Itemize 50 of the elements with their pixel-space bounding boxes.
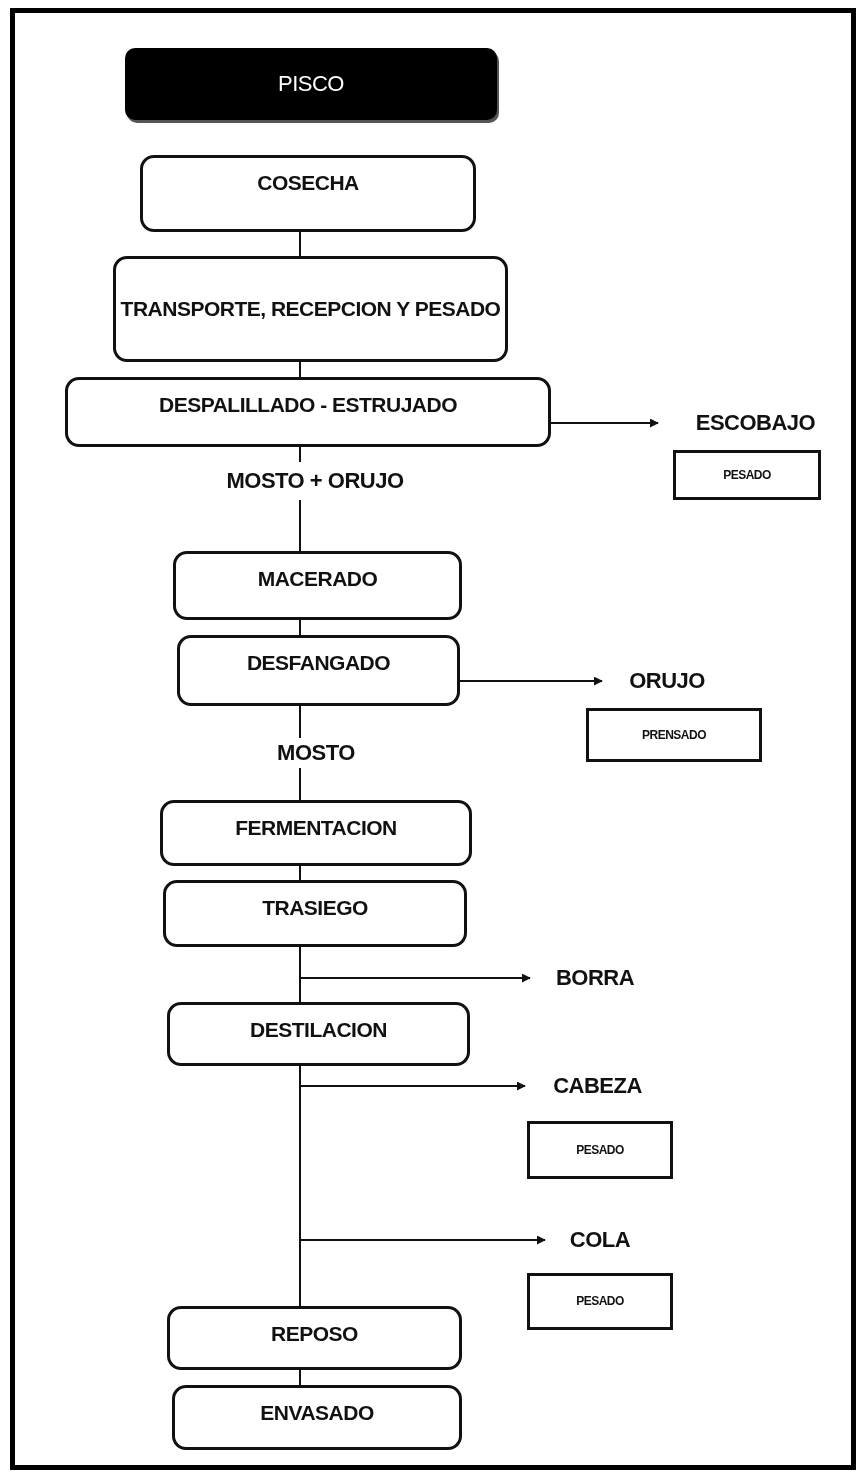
process-box (173, 551, 462, 620)
connector-line (299, 361, 301, 378)
process-box (160, 800, 472, 866)
step-label: DESFANGADO (246, 650, 391, 676)
process-box (140, 155, 476, 232)
process-box (167, 1002, 470, 1066)
connector-line (299, 619, 301, 636)
step-label: COSECHA (257, 170, 359, 196)
note-box (527, 1273, 673, 1330)
output-label: ORUJO (612, 664, 722, 698)
output-label: COLA (555, 1223, 645, 1257)
arrow (550, 418, 659, 428)
output-label: CABEZA (535, 1069, 660, 1103)
note-box (527, 1121, 673, 1179)
output-label: BORRA (540, 962, 650, 994)
title-box (125, 48, 497, 120)
connector-line (299, 865, 301, 881)
step-label: TRANSPORTE, RECEPCION Y PESADO (120, 295, 501, 322)
step-label: DESPALILLADO - ESTRUJADO (159, 392, 457, 418)
note-text: PESADO (576, 1294, 624, 1309)
process-box (65, 377, 551, 447)
title-text: PISCO (278, 70, 344, 98)
process-box (113, 256, 508, 362)
connector-line (299, 946, 301, 1003)
arrow (459, 676, 603, 686)
step-label: MACERADO (257, 566, 378, 592)
process-box (172, 1385, 462, 1450)
connector-line (299, 446, 301, 463)
output-label: MOSTO (258, 738, 374, 768)
process-box (163, 880, 467, 947)
note-box (586, 708, 762, 762)
connector-line (299, 499, 301, 552)
step-label: DESTILACION (250, 1017, 387, 1043)
connector-line (299, 767, 301, 801)
connector-line (299, 1065, 301, 1307)
connector-line (299, 231, 301, 257)
note-text: PRENSADO (642, 727, 706, 743)
step-label: TRASIEGO (262, 895, 368, 921)
output-label: MOSTO + ORUJO (190, 462, 440, 500)
step-label: ENVASADO (260, 1400, 374, 1426)
process-box (177, 635, 460, 706)
note-text: PESADO (576, 1142, 624, 1158)
note-text: PESADO (723, 467, 771, 483)
step-label: REPOSO (271, 1321, 358, 1347)
step-label: FERMENTACION (235, 815, 397, 841)
output-label: ESCOBAJO (668, 405, 843, 441)
connector-line (299, 705, 301, 739)
connector-line (299, 1369, 301, 1386)
process-box (167, 1306, 462, 1370)
note-box (673, 450, 821, 500)
